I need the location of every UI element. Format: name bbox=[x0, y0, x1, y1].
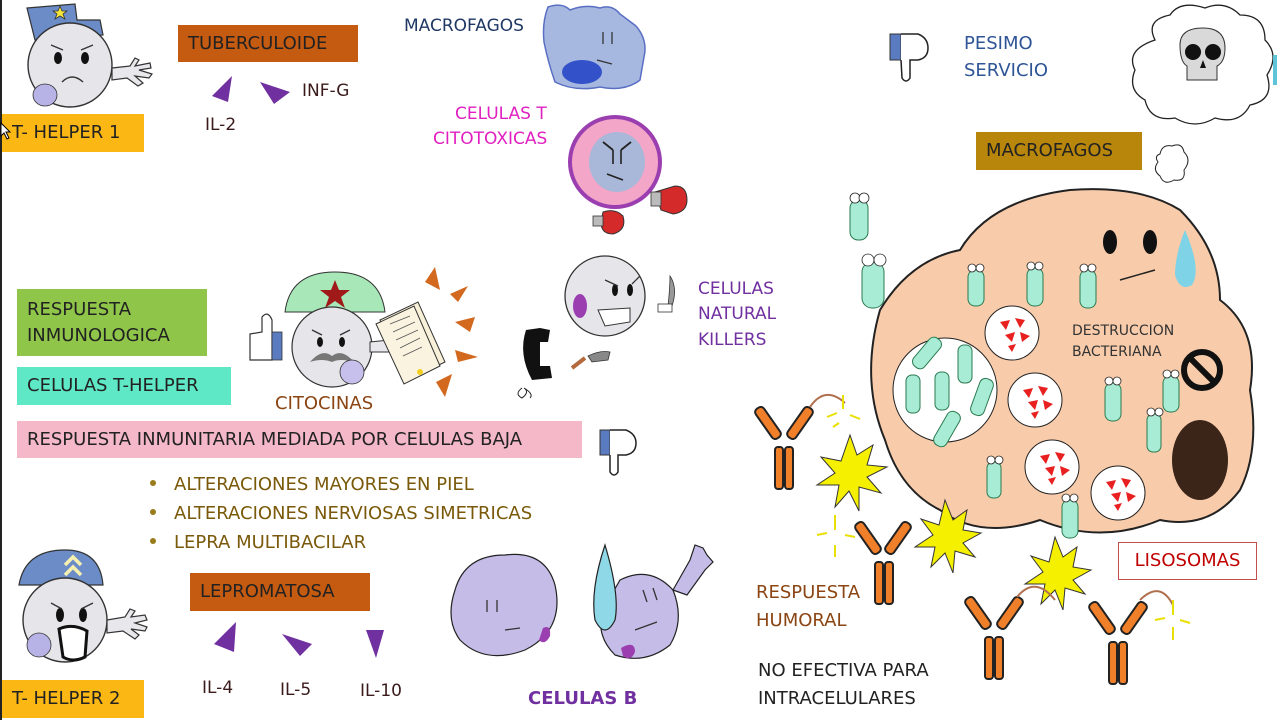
humoral-line2: HUMORAL bbox=[756, 610, 847, 631]
il5-cytokine-icon bbox=[282, 634, 312, 656]
celulas-b-label: CELULAS B bbox=[528, 688, 638, 709]
list-item: LEPRA MULTIBACILAR bbox=[150, 528, 532, 557]
pesimo-line2: SERVICIO bbox=[964, 60, 1048, 81]
phone-receiver-icon bbox=[523, 328, 552, 380]
humoral-note-line1: NO EFECTIVA PARA bbox=[758, 660, 929, 681]
bacteria-eyes bbox=[849, 192, 1180, 503]
il4-label: IL-4 bbox=[202, 678, 234, 698]
mediada-box: RESPUESTA INMUNITARIA MEDIADA POR CELULA… bbox=[17, 421, 582, 458]
respuesta-inmunologica-box: RESPUESTA INMUNOLOGICA bbox=[17, 289, 207, 356]
natural-killer-cell-icon bbox=[517, 255, 675, 399]
cytokine-orange-icon bbox=[425, 267, 440, 290]
explosion-icon bbox=[815, 433, 889, 512]
th2-character bbox=[18, 549, 148, 663]
macrophage-engulfing-bacteria bbox=[849, 188, 1255, 539]
skull-icon bbox=[1179, 27, 1226, 81]
explosion-icon bbox=[1023, 535, 1093, 611]
pesimo-line1: PESIMO bbox=[964, 33, 1033, 54]
th1-label-text: T- HELPER 1 bbox=[12, 122, 121, 143]
list-item: ALTERACIONES MAYORES EN PIEL bbox=[150, 470, 532, 499]
prohibited-icon bbox=[1181, 349, 1223, 391]
t-helper-general-character bbox=[249, 267, 478, 397]
th2-label: T- HELPER 2 bbox=[2, 680, 144, 718]
citotoxicas-line1: CELULAS T bbox=[455, 104, 547, 124]
nk-line2: NATURAL bbox=[698, 304, 777, 324]
destruccion-line2: BACTERIANA bbox=[1072, 344, 1162, 360]
mouse-cursor-icon bbox=[0, 121, 12, 140]
citocinas-label: CITOCINAS bbox=[275, 393, 374, 414]
antibody-icon bbox=[754, 405, 814, 490]
tuberculoide-box: TUBERCULOIDE bbox=[178, 25, 358, 62]
macrophage-cell-icon bbox=[542, 4, 646, 90]
thumbs-up-icon bbox=[249, 313, 283, 361]
antibody-icon bbox=[854, 520, 912, 605]
il10-cytokine-icon bbox=[366, 630, 384, 658]
cytokine-orange-icon bbox=[455, 350, 478, 362]
lisosomas-box: LISOSOMAS bbox=[1118, 542, 1257, 580]
macrophage-eye bbox=[1103, 230, 1117, 254]
thumbs-down-icon bbox=[599, 429, 637, 476]
cytokine-orange-icon bbox=[450, 286, 468, 302]
macrofagos-label: MACROFAGOS bbox=[404, 16, 524, 36]
citotoxicas-line2: CITOTOXICAS bbox=[433, 129, 548, 149]
left-edge-line bbox=[0, 0, 2, 720]
destruccion-line1: DESTRUCCION bbox=[1072, 323, 1175, 339]
th1-label: T- HELPER 1 bbox=[2, 114, 144, 152]
nk-line3: KILLERS bbox=[698, 330, 767, 350]
macrofagos-box: MACROFAGOS bbox=[976, 132, 1142, 170]
thumbs-down-icon bbox=[889, 33, 929, 82]
boxing-glove-icon bbox=[654, 185, 688, 215]
cytotoxic-t-cell-icon bbox=[568, 115, 688, 235]
b-cells-icon bbox=[450, 543, 714, 659]
nk-line1: CELULAS bbox=[698, 279, 774, 299]
document-scroll-icon bbox=[375, 301, 446, 385]
cytokine-orange-icon bbox=[455, 317, 475, 332]
nucleus bbox=[1172, 420, 1228, 500]
il5-label: IL-5 bbox=[280, 680, 312, 700]
humoral-line1: RESPUESTA bbox=[756, 582, 861, 603]
lepromatosa-box: LEPROMATOSA bbox=[190, 573, 370, 611]
lepromatosa-symptoms-list: ALTERACIONES MAYORES EN PIEL ALTERACIONE… bbox=[150, 470, 532, 557]
sweat-drop-icon bbox=[1175, 230, 1196, 288]
il4-cytokine-icon bbox=[214, 622, 236, 652]
th1-character bbox=[26, 3, 153, 108]
explosion-icon bbox=[913, 498, 983, 574]
star-badge-icon bbox=[51, 4, 69, 20]
sweat-drop-icon bbox=[593, 543, 617, 631]
infg-cytokine-icon bbox=[260, 82, 290, 104]
humoral-note-line2: INTRACELULARES bbox=[758, 688, 916, 709]
knife-icon bbox=[587, 351, 611, 363]
infg-label: INF-G bbox=[302, 81, 350, 101]
lysosome-enzymes bbox=[1000, 318, 1136, 511]
sparkle-icon bbox=[816, 395, 1191, 640]
bacteria bbox=[849, 199, 1180, 539]
boxing-glove-icon bbox=[600, 210, 625, 235]
cytokine-orange-icon bbox=[436, 374, 452, 397]
skull-thought-cloud bbox=[1131, 4, 1277, 125]
macrophage-eye bbox=[1143, 230, 1157, 254]
il2-label: IL-2 bbox=[205, 115, 237, 135]
antibody-icon bbox=[1088, 600, 1148, 685]
antibodies-and-explosions bbox=[754, 394, 1191, 685]
list-item: ALTERACIONES NERVIOSAS SIMETRICAS bbox=[150, 499, 532, 528]
il2-cytokine-icon bbox=[212, 76, 232, 102]
il10-label: IL-10 bbox=[360, 681, 402, 701]
small-thought-cloud bbox=[1154, 144, 1189, 183]
antibody-icon bbox=[964, 595, 1024, 680]
celulas-t-helper-box: CELULAS T-HELPER bbox=[17, 367, 231, 405]
